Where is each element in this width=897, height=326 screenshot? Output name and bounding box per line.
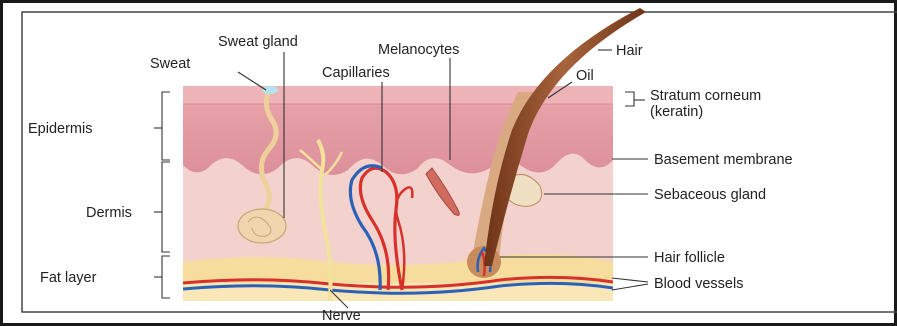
label-epidermis: Epidermis — [28, 121, 92, 137]
label-sweat-gland: Sweat gland — [218, 34, 298, 50]
label-hair: Hair — [616, 43, 643, 59]
epidermis-bracket — [162, 92, 170, 160]
label-stratum-corneum: Stratum corneum — [650, 88, 761, 104]
fat-bracket — [162, 256, 170, 298]
sweat-gland-coil — [238, 209, 286, 243]
label-keratin: (keratin) — [650, 104, 703, 120]
left-brackets — [154, 92, 170, 298]
label-basement-membrane: Basement membrane — [654, 152, 793, 168]
label-melanocytes: Melanocytes — [378, 42, 459, 58]
label-sweat: Sweat — [150, 56, 190, 72]
label-sebaceous-gland: Sebaceous gland — [654, 187, 766, 203]
sweat-droplet — [262, 86, 278, 94]
dermis-bracket — [162, 162, 170, 252]
label-nerve: Nerve — [322, 308, 361, 324]
label-hair-follicle: Hair follicle — [654, 250, 725, 266]
blood-leader-1 — [612, 278, 648, 282]
label-dermis: Dermis — [86, 205, 132, 221]
label-blood-vessels: Blood vessels — [654, 276, 743, 292]
label-fat-layer: Fat layer — [40, 270, 97, 286]
stratum-bracket — [625, 92, 634, 106]
label-capillaries: Capillaries — [322, 65, 390, 81]
blood-leader-2 — [612, 284, 648, 290]
label-oil: Oil — [576, 68, 594, 84]
